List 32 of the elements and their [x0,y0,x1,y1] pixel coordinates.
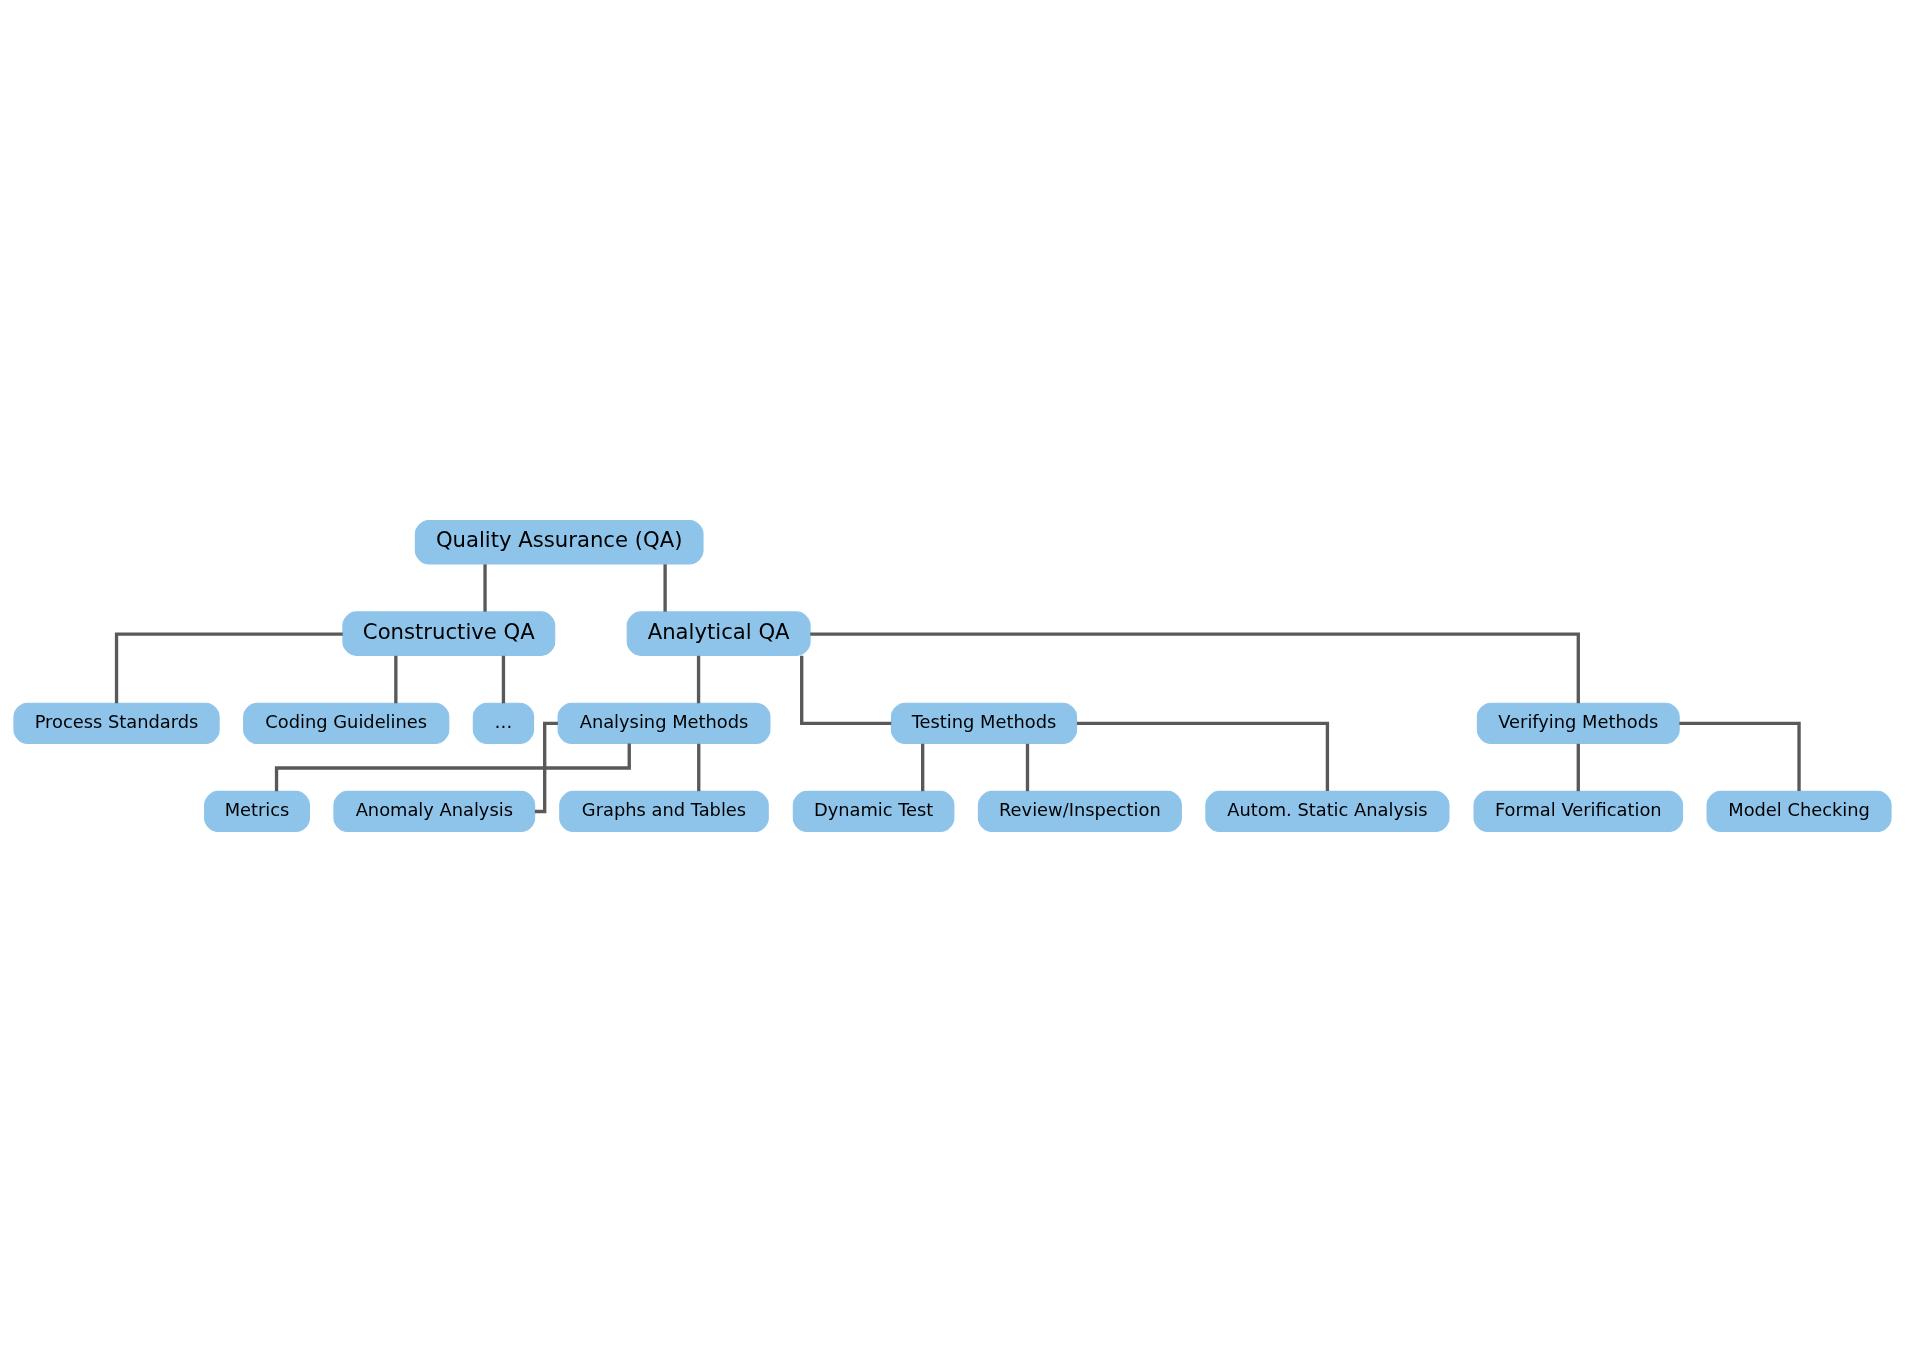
node-box: Graphs and Tables [559,790,769,832]
connector [696,655,701,703]
node-box: Review/Inspection [977,790,1182,832]
connector [1679,721,1801,791]
node-box: Constructive QA [342,610,556,656]
connector [810,632,1580,703]
node-box: Testing Methods [890,702,1078,744]
connector [1076,721,1330,791]
connector [394,655,398,703]
node-box: Coding Guidelines [243,702,450,744]
connector [697,743,701,791]
connector [663,563,667,612]
node-box: Formal Verification [1473,790,1684,832]
connector [114,632,343,703]
connector [800,655,892,725]
connector [1025,743,1030,791]
node-box: Process Standards [13,702,220,744]
node-box: Metrics [204,790,310,832]
node-box: … [472,702,535,744]
node-box: Anomaly Analysis [333,790,536,832]
node-box: Verifying Methods [1476,702,1680,744]
connector [501,655,506,703]
node-box: Autom. Static Analysis [1205,790,1450,832]
node-box: Analytical QA [626,610,811,656]
connector [534,721,558,813]
node-box: Dynamic Test [792,790,955,832]
node-box: Quality Assurance (QA) [414,519,704,564]
connector [483,563,487,612]
node-box: Model Checking [1706,790,1892,832]
connector [1576,743,1580,791]
connector [921,743,925,791]
node-box: Analysing Methods [557,702,771,744]
